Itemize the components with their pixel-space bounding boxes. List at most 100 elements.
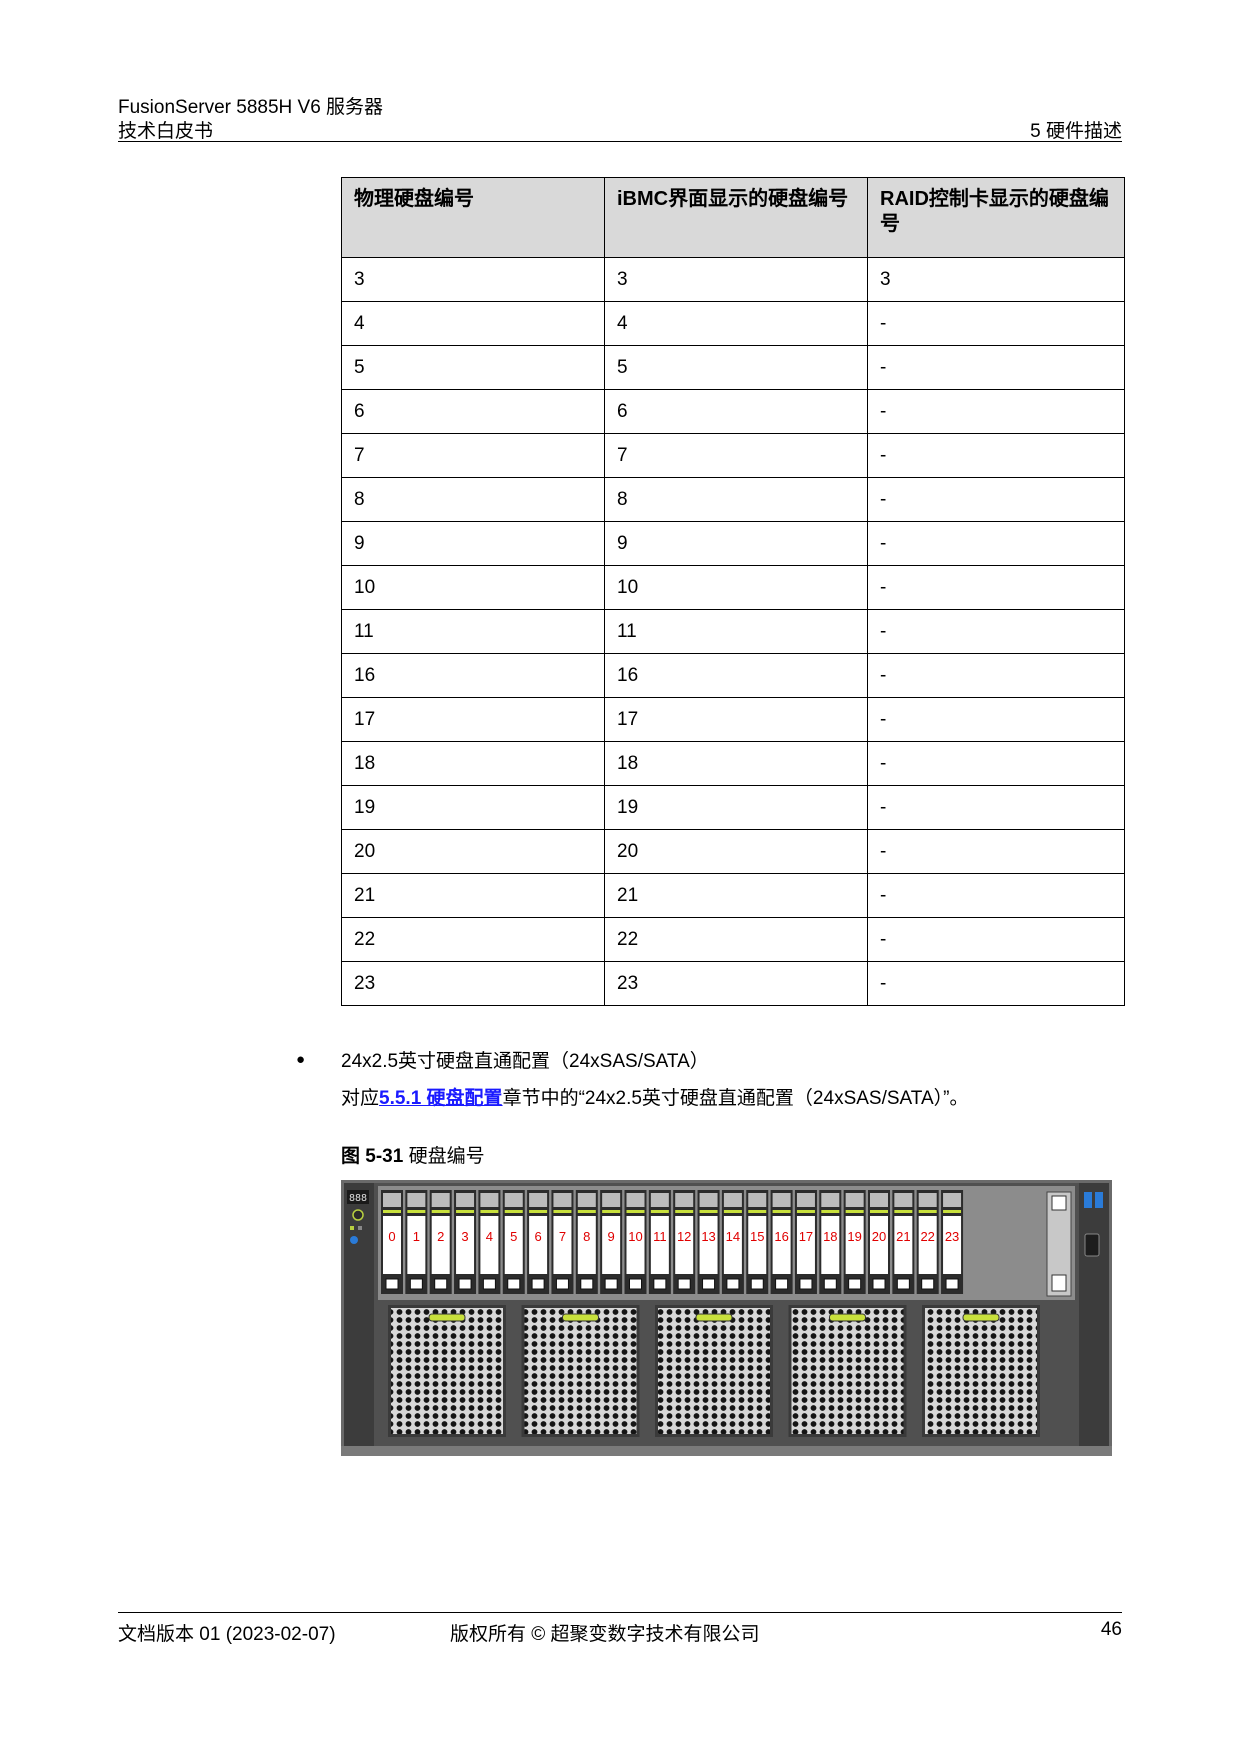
drive-vent [480,1193,499,1207]
fan-module [388,1305,506,1437]
document-title: 技术白皮书 [118,121,214,142]
drive-slot-label: 2 [437,1229,444,1244]
drive-bay: 0 [381,1190,403,1294]
drive-bay: 3 [454,1190,477,1294]
fan-grille [391,1308,503,1434]
bullet-text: 24x2.5英寸硬盘直通配置（24xSAS/SATA） [341,1051,709,1072]
cell-raid-number: - [867,785,1125,830]
status-display-text: 888 [349,1193,367,1204]
page-number: 46 [1100,1619,1122,1640]
drive-latch-icon [750,1278,764,1290]
drive-tray-face [431,1216,450,1274]
drive-led-icon [723,1210,742,1213]
drive-latch-icon [726,1278,740,1290]
cell-ibmc-number: 8 [604,477,868,522]
cell-physical-number: 17 [341,697,605,742]
drive-vent [748,1193,767,1207]
drive-led-icon [894,1210,913,1213]
drive-slot-label: 4 [486,1229,493,1244]
footer-divider [118,1612,1122,1613]
cell-raid-number: - [867,741,1125,786]
drive-led-icon [504,1210,523,1213]
fan-handle-icon [829,1313,866,1322]
drive-slot-label: 5 [510,1229,517,1244]
drive-vent [577,1193,596,1207]
drive-bay: 19 [843,1190,866,1294]
cell-ibmc-number: 18 [604,741,868,786]
drive-slot-label: 8 [583,1229,590,1244]
drive-tray-face [918,1216,937,1274]
drive-bay: 23 [941,1190,964,1294]
cell-physical-number: 19 [341,785,605,830]
drive-vent [626,1193,645,1207]
cell-ibmc-number: 3 [604,257,868,302]
cell-ibmc-number: 5 [604,345,868,390]
drive-tray-face [602,1216,621,1274]
drive-latch-icon [702,1278,716,1290]
fan-modules [388,1305,1040,1437]
drive-tray-face [894,1216,913,1274]
section-link[interactable]: 5.5.1 硬盘配置 [379,1088,503,1109]
power-button-icon [352,1209,364,1221]
copyright-notice: 版权所有 © 超聚变数字技术有限公司 [450,1624,760,1645]
drive-tray-face [870,1216,888,1274]
reference-prefix: 对应 [341,1088,380,1109]
drive-vent [383,1193,401,1207]
drive-slot-label: 14 [726,1229,740,1244]
cell-ibmc-number: 10 [604,565,868,610]
product-name: FusionServer 5885H V6 服务器 [118,97,384,118]
drive-slot-label: 10 [628,1229,642,1244]
cell-raid-number: - [867,609,1125,654]
drive-vent [699,1193,718,1207]
cell-physical-number: 20 [341,829,605,874]
fan-module [922,1305,1040,1437]
drive-tray-face [650,1216,669,1274]
usb-port-icon [1095,1192,1103,1208]
cell-raid-number: - [867,961,1125,1006]
drive-led-icon [577,1210,596,1213]
cross-reference-line: 对应5.5.1 硬盘配置章节中的“24x2.5英寸硬盘直通配置（24xSAS/S… [341,1083,969,1110]
drive-tray-face [504,1216,523,1274]
drive-tray-face [553,1216,572,1274]
cell-ibmc-number: 23 [604,961,868,1006]
drive-slot-label: 19 [847,1229,861,1244]
drive-tray-face [626,1216,645,1274]
drive-bay: 8 [575,1190,598,1294]
cell-physical-number: 8 [341,477,605,522]
drive-slot-label: 12 [677,1229,691,1244]
fan-grille [524,1308,637,1434]
drive-vent [650,1193,669,1207]
drive-led-icon [602,1210,621,1213]
cell-raid-number: 3 [867,257,1125,302]
drive-slot-label: 6 [534,1229,541,1244]
cell-raid-number: - [867,345,1125,390]
cell-physical-number: 9 [341,521,605,566]
cell-ibmc-number: 21 [604,873,868,918]
drive-slot-label: 1 [413,1229,420,1244]
cell-ibmc-number: 17 [604,697,868,742]
drive-bay: 1 [405,1190,428,1294]
cell-ibmc-number: 7 [604,433,868,478]
fan-module [521,1305,640,1437]
cell-ibmc-number: 19 [604,785,868,830]
fan-module [788,1305,907,1437]
drive-vent [772,1193,791,1207]
module-latch-icon [1051,1274,1067,1292]
fan-handle-icon [695,1313,733,1322]
drive-bay: 5 [502,1190,525,1294]
figure-caption: 图 5-31 硬盘编号 [341,1141,485,1168]
drive-led-icon [626,1210,645,1213]
drive-led-icon [456,1210,475,1213]
drive-slot-label: 0 [388,1229,395,1244]
drive-led-icon [796,1210,815,1213]
drive-latch-icon [653,1278,667,1290]
